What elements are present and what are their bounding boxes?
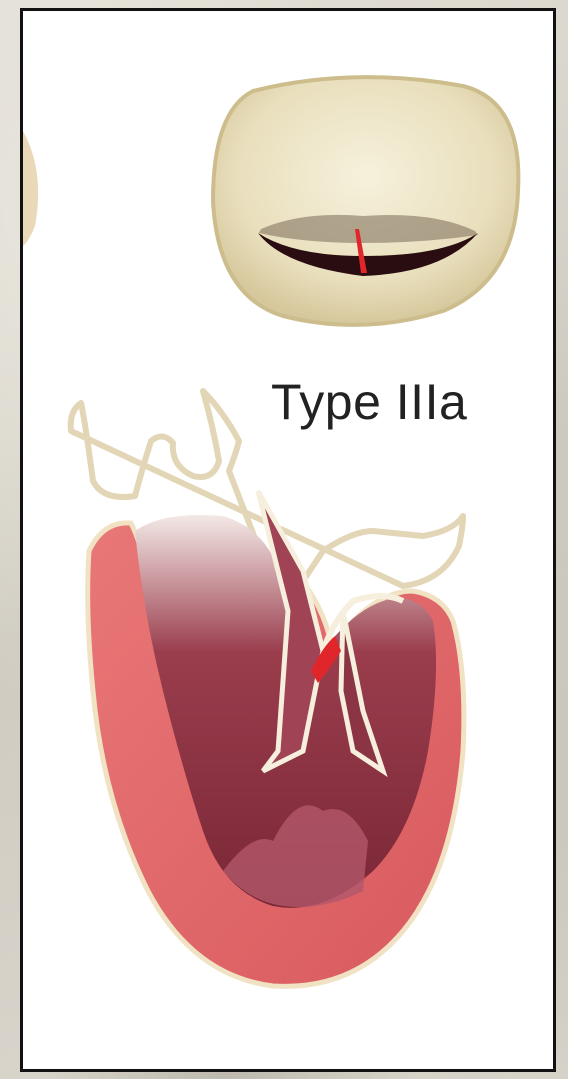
figure-card: Type IIIa — [20, 8, 556, 1072]
heart-illustration — [23, 11, 553, 1069]
partial-valve-left — [23, 131, 38, 246]
aortic-valve-top-view — [213, 77, 518, 325]
type-label: Type IIIa — [271, 373, 467, 431]
